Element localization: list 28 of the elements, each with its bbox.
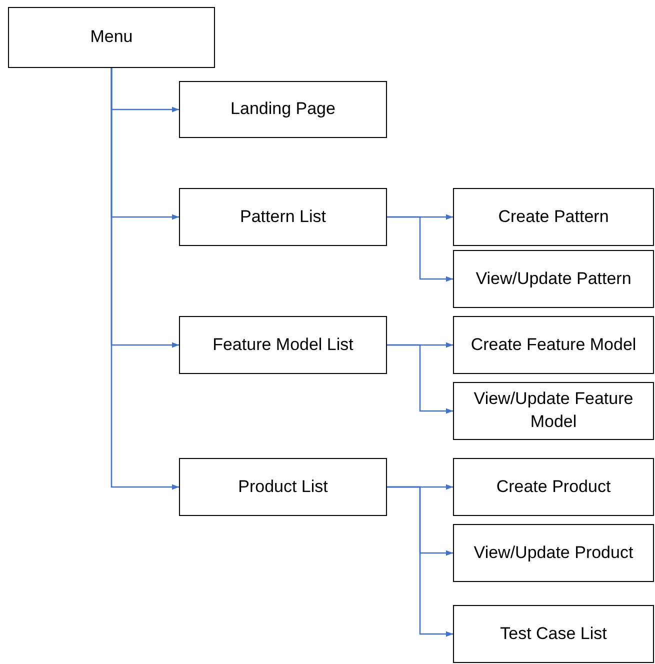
page-box [179, 81, 387, 138]
connector-arrow [387, 486, 453, 637]
page-box [453, 524, 654, 582]
page-label: Create Feature Model [470, 334, 636, 356]
page-label: View/Update Pattern [476, 268, 632, 290]
page-label: Create Product [496, 476, 611, 498]
page-label: Landing Page [230, 98, 336, 120]
page-box [453, 316, 654, 374]
connector-arrow [387, 216, 453, 282]
page-box [453, 188, 654, 246]
page-label: View/Update Product [474, 542, 634, 564]
page-box [8, 7, 215, 68]
page-box [453, 605, 654, 663]
page-label: Feature Model List [212, 334, 354, 356]
page-label: Create Pattern [498, 206, 609, 228]
page-label: Pattern List [240, 206, 326, 228]
page-label: Test Case List [500, 622, 607, 645]
page-label: View/Update Feature Model [472, 388, 634, 433]
page-box [179, 316, 387, 374]
page-box [453, 382, 654, 440]
page-box [179, 458, 387, 516]
page-box [453, 458, 654, 516]
connector-arrow [387, 344, 453, 414]
page-box [179, 188, 387, 246]
connector-arrow [110, 68, 179, 490]
page-box [453, 250, 654, 308]
page-label: Menu [90, 26, 133, 48]
page-label: Product List [238, 476, 328, 498]
